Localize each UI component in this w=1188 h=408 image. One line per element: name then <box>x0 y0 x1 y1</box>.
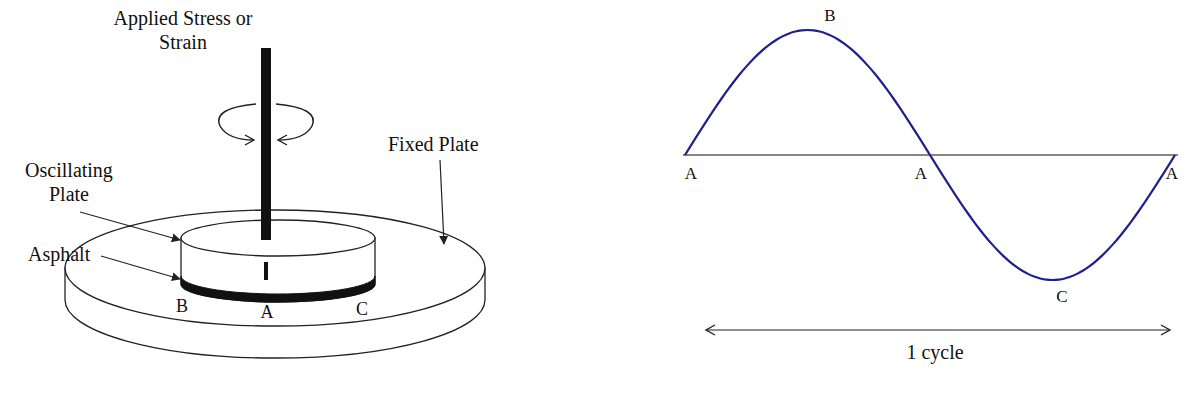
point-label: A <box>1162 164 1182 184</box>
part-label: Fixed Plate <box>388 132 518 156</box>
asphalt-layer <box>181 276 375 302</box>
rotation-arrows <box>219 104 313 140</box>
point-label: B <box>172 296 192 318</box>
point-label: B <box>820 6 840 26</box>
part-label: Asphalt <box>28 242 108 266</box>
point-label: A <box>257 302 277 324</box>
reference-mark <box>264 262 268 280</box>
fixed-plate <box>65 210 485 358</box>
dimension-label: 1 cycle <box>880 340 990 364</box>
cycle-dimension <box>706 329 1170 330</box>
sine-wave <box>685 30 1175 280</box>
leader-lines <box>80 160 444 279</box>
oscillating-plate <box>181 220 375 302</box>
loading-shaft <box>261 48 271 240</box>
point-label: C <box>1052 287 1072 307</box>
point-label: C <box>352 299 372 321</box>
part-label: Oscillating Plate <box>8 158 130 206</box>
point-label: A <box>911 164 931 184</box>
point-label: A <box>681 164 701 184</box>
load-label: Applied Stress or Strain <box>108 6 258 54</box>
